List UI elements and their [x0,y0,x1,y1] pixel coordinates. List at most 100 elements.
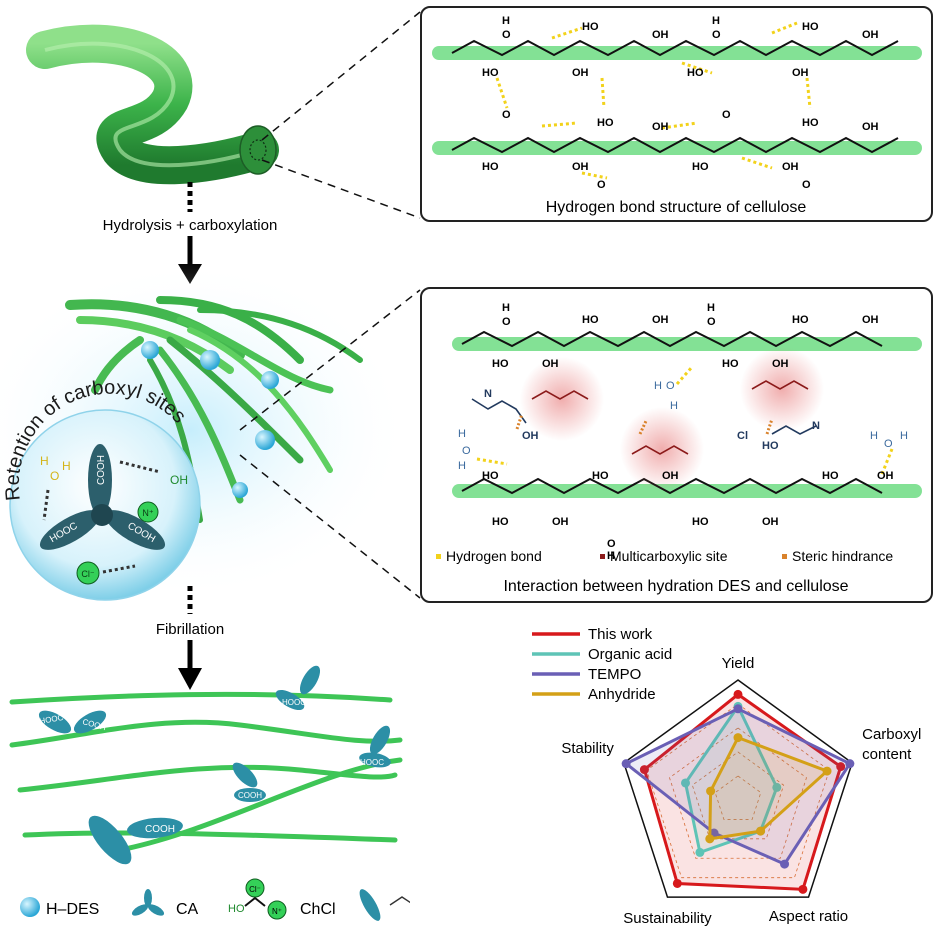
p1-ho8: HO [692,161,709,173]
p1-oh8: OH [782,161,799,173]
nf-hooc-3: HOOC [360,758,384,767]
radar-point-1-4 [681,778,691,788]
panel2-caption: Interaction between hydration DES and ce… [503,578,848,595]
radar-series-0 [642,692,843,891]
legend-multicarboxylic: Multicarboxylic site [610,548,728,564]
p2-oh3: OH [542,358,559,370]
p2-water-h6: H [900,430,908,442]
p2-ho7: HO [822,470,839,482]
p2-oh6: OH [877,470,894,482]
p2-water-h1: H [654,380,662,392]
radar-point-3-3 [705,834,715,844]
radar-series-2 [623,707,853,866]
radar-axis-label-4: Stability [561,740,614,757]
radar-point-2-1 [845,759,855,769]
sphere-oh: OH [170,473,188,487]
p2-water-h5: H [870,430,878,442]
sphere-cl: Cl⁻ [81,569,94,579]
legend-ho: HO [228,903,245,915]
p1-oh3: OH [572,67,589,79]
p2-ho8: HO [492,516,509,528]
left-illustration: Retention of carboxyl sites COOH HOOC CO… [0,24,410,921]
radar-point-0-3 [672,878,682,888]
p2-water-h2: H [670,400,678,412]
p2-o3: O [607,538,616,550]
des-interaction-structure: H O HO OH H O HO OH HO OH HO OH HO HO OH… [436,302,922,595]
radar-ring-5 [622,679,854,898]
cellulose-structure: H O HO OH H O HO OH HO OH HO OH O HO OH … [432,15,922,216]
radar-point-2-4 [621,759,631,769]
p1-ho4: HO [687,67,704,79]
p2-water-o2: O [462,445,471,457]
panel-cellulose-hbond: H O HO OH H O HO OH HO OH HO OH O HO OH … [420,6,933,222]
p2-ho2: HO [792,314,809,326]
radar-point-1-3 [695,847,705,857]
p1-o1: O [502,29,511,41]
radar-legend-label-3: Anhydride [588,686,656,703]
p1-o6: O [802,179,811,191]
legend-hdes: H–DES [46,901,99,918]
radar-ring-3 [669,727,807,859]
legend-ca: CA [176,901,199,918]
p2-water-o1: O [666,380,675,392]
step-fibrillation-label: Fibrillation [156,621,224,638]
radar-axis-label-0: Yield [722,655,755,672]
sphere-water-h2: H [62,459,71,473]
p2-o1: O [502,316,511,328]
p1-oh5: OH [652,121,669,133]
p1-oh2: OH [862,29,879,41]
p1-o5: O [597,179,606,191]
p1-ho2: HO [802,21,819,33]
p1-o3: O [502,109,511,121]
p1-o2: O [712,29,721,41]
radar-series-3 [708,735,830,841]
p1-ho5: HO [597,117,614,129]
panel1-caption: Hydrogen bond structure of cellulose [546,199,807,216]
p2-oh5: OH [662,470,679,482]
p2-cl: Cl [737,430,748,442]
radar-point-0-4 [639,765,649,775]
sphere-water-o: O [50,469,59,483]
nf-cooh-2: COOH [238,791,262,800]
radar-point-0-1 [836,762,846,772]
radar-point-2-0 [733,704,743,714]
p1-ho6: HO [802,117,819,129]
nf-cooh-3: COOH [145,824,175,835]
nf-hooc-1: HOOC [39,713,64,726]
radar-point-3-1 [822,766,832,776]
radar-point-3-4 [706,786,716,796]
p2-h3: H [607,550,615,562]
p2-oh2: OH [862,314,879,326]
p2-water-h4: H [458,460,466,472]
nanofibers [9,691,403,853]
radar-axis-label-2: Aspect ratio [769,908,848,925]
radar-legend-label-2: TEMPO [588,666,641,683]
p1-h1: H [502,15,510,27]
radar-axis-label-3: Sustainability [623,910,712,927]
panel-des-interaction: H O HO OH H O HO OH HO OH HO OH HO HO OH… [420,287,933,603]
sphere-water-h: H [40,454,49,468]
radar-point-0-2 [798,884,808,894]
nf-hooc-2: HOOC [282,698,306,707]
p2-oh8: OH [762,516,779,528]
p2-ho3: HO [492,358,509,370]
radar-ring-2 [691,751,785,840]
p2-oh4: OH [772,358,789,370]
p2-ho9: HO [692,516,709,528]
p1-o4: O [722,109,731,121]
radar-point-1-1 [772,782,782,792]
radar-point-0-0 [733,689,743,699]
sphere-n: N⁺ [142,508,153,518]
p1-oh7: OH [572,161,589,173]
legend-chcl: ChCl [300,901,336,918]
legend-cl: Cl⁻ [249,885,261,894]
p1-ho7: HO [482,161,499,173]
p2-o2: O [707,316,716,328]
p2-ho5: HO [482,470,499,482]
p2-ho6: HO [592,470,609,482]
radar-legend-label-0: This work [588,626,653,643]
p2-n2: N [812,420,820,432]
cellulose-fiber-bundle [26,24,279,185]
legend-hydrogen-bond: Hydrogen bond [446,548,542,564]
